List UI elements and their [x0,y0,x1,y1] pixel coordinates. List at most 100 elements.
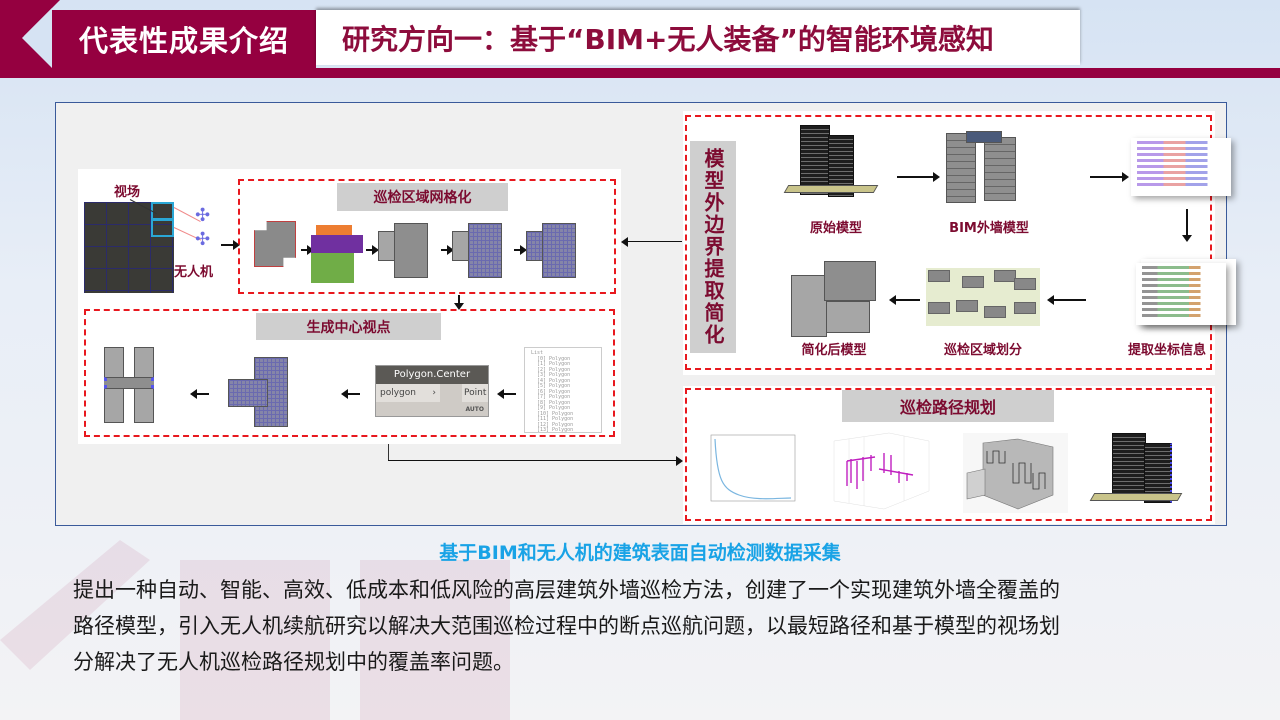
simplified-model [791,275,827,337]
path-planning-section [685,388,1212,521]
arrow-right-icon [301,245,314,255]
bim-exterior-wall-model [946,133,976,203]
polygon-list-preview: List [0] Polygon[1] Polygon[2] Polygon[3… [524,347,602,433]
node-title: Polygon.Center [376,366,488,384]
arrow-left-icon [341,389,360,399]
connector-arrow [388,456,683,466]
list-item: [9] Polygon [537,405,571,411]
header-underline [0,68,1280,78]
3d-waypoint-svg [833,432,930,510]
left-figure-panel: 视场 ✣ ✣ 无人机 巡检区域网格化 生成中心视点 [78,169,621,444]
arrow-right-icon [366,245,379,255]
header: 代表性成果介绍 研究方向一：基于“BIM+无人装备”的智能环境感知 [0,0,1280,78]
step-label-extract-coords: 提取坐标信息 [1127,343,1206,358]
convergence-curve-plot [699,431,799,511]
bim-exterior-wall-model [984,137,1016,201]
connector-line [388,444,389,461]
3d-waypoint-plot [829,431,939,511]
node-input-port[interactable]: polygon › [376,384,440,402]
list-item: [4] Polygon [537,377,571,384]
node-lacing-mode: AUTO [465,406,484,413]
final-route-podium [1089,493,1183,501]
building-mass [982,438,1054,510]
arrow-right-icon [514,245,527,255]
bim-exterior-wall-model [966,131,1002,143]
list-item: [11] Polygon [537,416,574,422]
simplified-model [824,261,876,301]
path-planning-title: 巡检路径规划 [842,390,1054,422]
arrow-down-icon [1182,209,1192,242]
polygon-list: [0] Polygon[1] Polygon[2] Polygon[3] Pol… [531,355,595,433]
convergence-curve-svg [710,434,796,502]
region-division-graph [926,268,1040,326]
fov-label: 视场 [114,185,141,200]
center-viewpoint-title: 生成中心视点 [256,313,441,340]
list-item: [2] Polygon [537,366,571,373]
arrow-right-icon [1090,172,1129,182]
arrow-left-icon [889,295,920,305]
figure-frame: 视场 ✣ ✣ 无人机 巡检区域网格化 生成中心视点 [55,102,1236,526]
region-block-orange [316,225,352,235]
fov-highlight [151,219,174,237]
viewpoint-cloud-model [104,377,154,389]
arrow-left-icon [621,237,682,247]
list-item: [0] Polygon [537,355,571,362]
waypoints [846,453,914,489]
list-item: [5] Polygon [537,383,571,389]
list-item: [1] Polygon [537,361,571,367]
drone-label: 无人机 [174,265,214,280]
description-line: 分解决了无人机巡检路径规划中的覆盖率问题。 [73,650,514,674]
meshed-block [468,223,502,278]
section-label: 代表性成果介绍 [52,10,316,68]
step-label-simplified-model: 简化后模型 [801,343,867,358]
region-block-green [311,253,354,283]
meshed-center-model [228,379,268,407]
description-line: 提出一种自动、智能、高效、低成本和低风险的高层建筑外墙巡检方法，创建了一个实现建… [73,578,1060,602]
coordinate-export-document [1131,138,1231,196]
arrow-left-icon [1047,295,1086,305]
step-label-bim-wall: BIM外墙模型 [949,221,1029,236]
figure-caption: 基于BIM和无人机的建筑表面自动检测数据采集 [439,542,841,564]
list-item: [3] Polygon [537,372,571,378]
list-item: [10] Polygon [537,410,574,417]
description-line: 路径模型，引入无人机续航研究以解决大范围巡检过程中的断点巡航问题，以最短路径和基… [73,614,1060,638]
chevron-right-icon: › [432,388,436,398]
list-item: [7] Polygon [537,394,571,400]
list-item: [8] Polygon [537,399,571,406]
simplified-model [826,301,870,333]
list-item: [12] Polygon [537,421,574,428]
arrow-down-icon [454,295,464,310]
convergence-line [714,438,792,500]
list-item: [6] Polygon [537,388,571,395]
step-label-region-division: 巡检区域划分 [943,343,1022,358]
meshed-block [542,223,576,278]
coverage-path-svg [966,438,1054,510]
original-bim-podium [783,185,879,193]
gridding-section [238,179,616,294]
background-watermark [0,540,510,720]
drone-icon: ✣ [195,229,211,250]
node-input-label: polygon [380,388,416,398]
massing-block [394,223,428,278]
node-output-port[interactable]: Point [462,384,488,402]
arrow-right-icon [441,245,454,255]
fov-grid-map [84,202,174,293]
drone-icon: ✣ [195,205,211,226]
region-block-purple [311,235,363,253]
list-item: [13] Polygon [537,427,574,433]
node-output-label: Point [464,388,487,398]
building-wing [966,468,986,500]
extraction-section [685,115,1212,370]
3d-grid [833,432,930,510]
arrow-right-icon [897,172,940,182]
arrow-left-icon [497,389,516,399]
coverage-path [986,450,1046,490]
gridding-title: 巡检区域网格化 [337,183,508,211]
coordinate-script-document [1136,263,1226,325]
description-paragraph: 提出一种自动、智能、高效、低成本和低风险的高层建筑外墙巡检方法，创建了一个实现建… [73,572,1223,680]
arrow-left-icon [190,389,209,399]
coverage-path-model [963,433,1068,513]
arrow-right-icon [221,240,240,250]
extraction-vertical-title: 模型外边界提取简化 [690,141,736,353]
polygon-center-node[interactable]: Polygon.Center polygon › Point AUTO [375,365,489,417]
